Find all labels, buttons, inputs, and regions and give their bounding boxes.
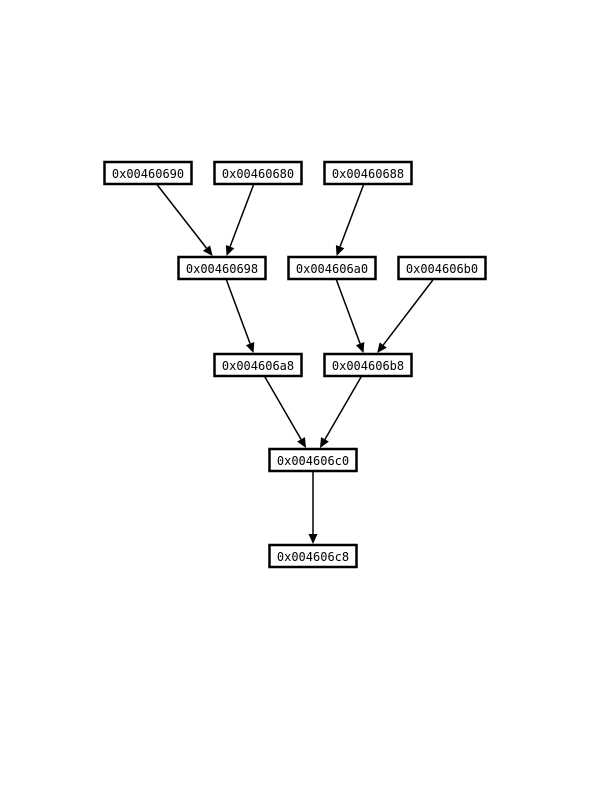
nodes-layer: 0x00460690 0x00460680 0x00460688 0x00460…	[103, 160, 487, 569]
node-label: 0x00460688	[332, 167, 404, 181]
edge-line	[156, 184, 208, 249]
arrowhead-icon	[377, 342, 387, 353]
node-box	[213, 352, 303, 378]
edge-n680-to-n698	[225, 184, 255, 256]
arrowhead-icon	[225, 245, 235, 256]
node-0x00460680[interactable]: 0x00460680	[213, 160, 303, 186]
node-label: 0x004606c0	[277, 454, 349, 468]
node-0x004606c8[interactable]: 0x004606c8	[268, 543, 358, 569]
node-box	[323, 160, 413, 186]
node-label: 0x00460680	[222, 167, 294, 181]
arrowhead-icon	[319, 437, 329, 448]
edge-n6b8-to-n6c0	[319, 376, 362, 448]
node-0x004606b8[interactable]: 0x004606b8	[323, 352, 413, 378]
edge-n688-to-n6a0	[335, 184, 365, 256]
node-0x004606a0[interactable]: 0x004606a0	[287, 255, 377, 281]
edge-line	[382, 279, 434, 346]
node-0x004606b0[interactable]: 0x004606b0	[397, 255, 487, 281]
edge-line	[225, 279, 251, 344]
node-box	[397, 255, 487, 281]
node-box	[177, 255, 267, 281]
edge-line	[264, 376, 302, 440]
edge-line	[229, 184, 255, 247]
edge-line	[339, 184, 365, 247]
edge-n6a0-to-n6b8	[335, 279, 365, 353]
node-box	[213, 160, 303, 186]
node-0x00460698[interactable]: 0x00460698	[177, 255, 267, 281]
node-0x004606a8[interactable]: 0x004606a8	[213, 352, 303, 378]
edge-n6b0-to-n6b8	[377, 279, 434, 353]
edge-n6c0-to-n6c8	[308, 472, 318, 544]
node-box	[323, 352, 413, 378]
node-box	[287, 255, 377, 281]
arrowhead-icon	[335, 245, 345, 256]
edge-n698-to-n6a8	[225, 279, 255, 353]
node-box	[268, 543, 358, 569]
node-label: 0x00460690	[112, 167, 184, 181]
node-0x00460688[interactable]: 0x00460688	[323, 160, 413, 186]
node-label: 0x004606b8	[332, 359, 404, 373]
node-label: 0x004606a8	[222, 359, 294, 373]
node-label: 0x00460698	[186, 262, 258, 276]
edge-line	[335, 279, 361, 344]
node-label: 0x004606b0	[406, 262, 478, 276]
edge-n6a8-to-n6c0	[264, 376, 307, 448]
node-label: 0x004606a0	[296, 262, 368, 276]
node-0x004606c0[interactable]: 0x004606c0	[268, 447, 358, 473]
node-label: 0x004606c8	[277, 550, 349, 564]
arrowhead-icon	[355, 342, 365, 353]
node-box	[268, 447, 358, 473]
arrowhead-icon	[245, 342, 255, 353]
arrowhead-icon	[202, 245, 213, 256]
arrowhead-icon	[297, 437, 307, 448]
node-0x00460690[interactable]: 0x00460690	[103, 160, 193, 186]
edges-layer	[156, 184, 434, 544]
edge-n690-to-n698	[156, 184, 213, 256]
node-box	[103, 160, 193, 186]
edge-line	[324, 376, 362, 440]
arrowhead-icon	[308, 534, 318, 544]
